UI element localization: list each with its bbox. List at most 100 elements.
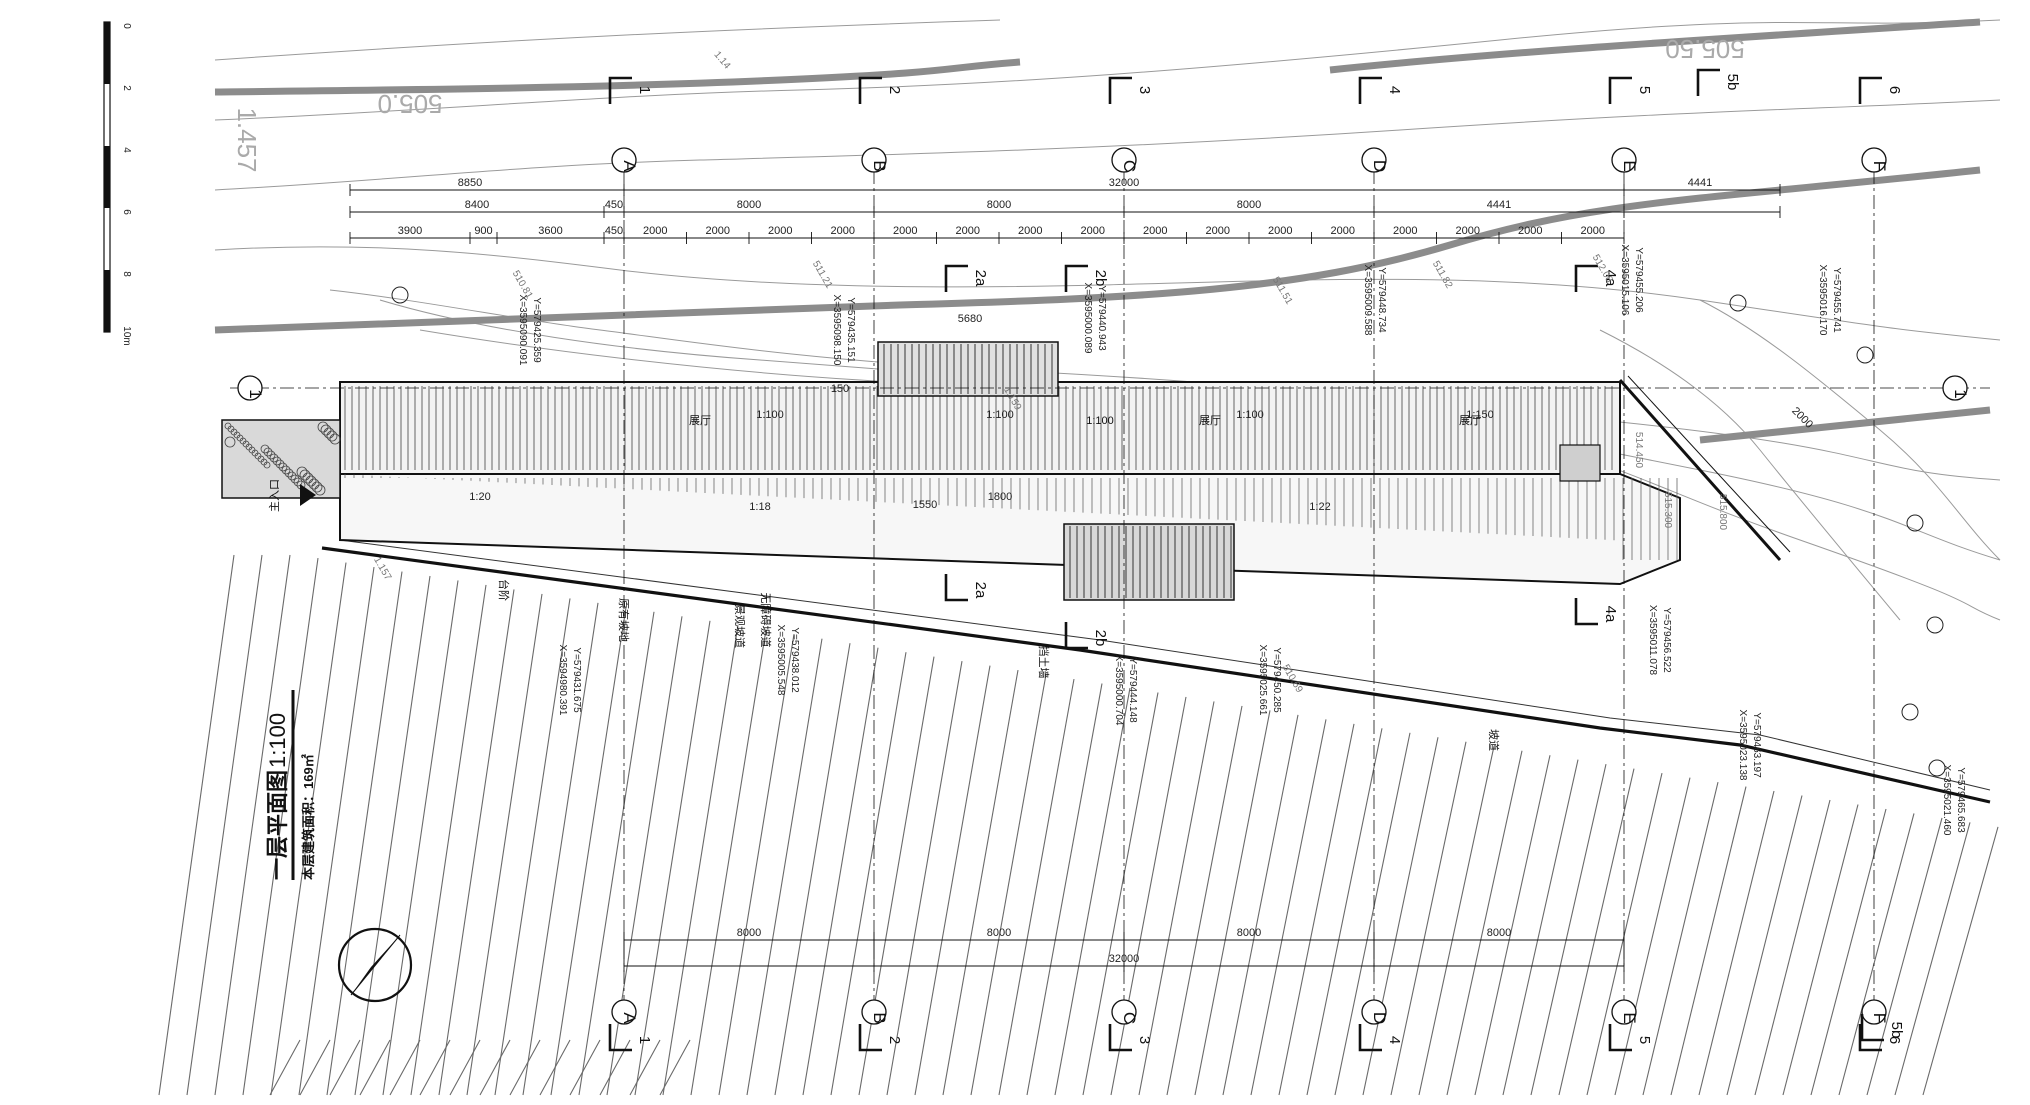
dimension-value: 3600 — [538, 225, 562, 237]
coordinate-label: X=3595009.588 — [1362, 265, 1373, 336]
section-mark: 6 — [1858, 76, 1903, 104]
contour-elevation: 515.300 — [1662, 492, 1673, 529]
dimension-value: 2000 — [831, 225, 855, 237]
axis-letter: F — [1870, 1013, 1889, 1023]
hall-stripes — [344, 386, 1613, 470]
section-number: 5 — [1636, 1036, 1653, 1044]
misc-dimension: 1550 — [913, 499, 937, 511]
section-number: 2a — [972, 270, 989, 287]
road-edge — [214, 18, 1991, 444]
coordinate-label: Y=579455.741 — [1831, 267, 1842, 333]
contour-elevation: 1.14 — [711, 49, 732, 71]
contour-elevation: 505.0 — [377, 89, 442, 119]
contour-elevation: 514.450 — [1633, 432, 1644, 469]
axis-bubble-e: E — [1611, 999, 1639, 1025]
slope-hatch — [158, 554, 1999, 1096]
dimension-value: 8850 — [458, 177, 482, 189]
dimension-value: 2000 — [1393, 225, 1417, 237]
axis-letter: B — [870, 1012, 889, 1023]
contour-elevation: 511.21 — [810, 259, 835, 291]
dimension-value: 4441 — [1688, 177, 1712, 189]
boundary-inner — [339, 539, 1991, 791]
scale-tick-label: 8 — [121, 271, 132, 277]
dimension-value: 2000 — [1581, 225, 1605, 237]
section-mark: 5b — [1696, 68, 1741, 96]
dimension-overall: 32000 — [1109, 177, 1140, 189]
axis-bubble-a: A — [611, 147, 639, 173]
axis-letter: E — [1620, 1012, 1639, 1023]
hatch-mark — [539, 1039, 571, 1096]
section-mark: 1 — [608, 76, 653, 104]
drawing-area-note: 本层建筑面积：169㎡ — [301, 754, 316, 880]
section-mark: 2a — [944, 264, 989, 292]
axis-bubble-b: B — [861, 999, 889, 1025]
section-number: 5 — [1636, 86, 1653, 94]
dimension-value: 2000 — [893, 225, 917, 237]
dimension-lines — [349, 184, 1781, 972]
misc-dimension: 1:100 — [1236, 409, 1264, 421]
axis-bubble-f: F — [1861, 147, 1889, 173]
dimension-value: 2000 — [1081, 225, 1105, 237]
dimension-value: 2000 — [956, 225, 980, 237]
scale-tick-label: 10m — [121, 326, 132, 345]
building-plan — [221, 286, 1946, 777]
dimension-value: 2000 — [1331, 225, 1355, 237]
axis-bubble-row: 1 — [1942, 375, 1970, 401]
axis-bubble-d: D — [1361, 147, 1389, 173]
coordinate-label: Y=579463.197 — [1751, 712, 1762, 778]
axis-bubble-a: A — [611, 999, 639, 1025]
room-label: 景观坡道 — [733, 604, 747, 648]
misc-dimension: 1:100 — [986, 409, 1014, 421]
room-label: 台阶 — [497, 579, 511, 601]
section-mark: 2 — [858, 76, 903, 104]
dimension-value: 8000 — [1237, 199, 1261, 211]
scale-tick-label: 0 — [121, 23, 132, 29]
misc-dimension: 1:18 — [749, 501, 770, 513]
coordinate-label: Y=579448.734 — [1376, 267, 1387, 333]
hatch-mark — [569, 1039, 601, 1096]
dimension-value: 3900 — [398, 225, 422, 237]
drawing-title: 一层平面图 — [265, 770, 290, 880]
hatch-mark — [449, 1039, 481, 1096]
coordinate-label: X=3595005.548 — [775, 625, 786, 696]
axis-bubble-row: 1 — [237, 375, 265, 401]
dimension-value: 2000 — [1018, 225, 1042, 237]
stair-north-treads — [883, 344, 1053, 394]
drawing-scale: 1:100 — [265, 713, 290, 768]
coordinate-label: X=3595000.089 — [1082, 283, 1093, 354]
dimension-value: 2000 — [1143, 225, 1167, 237]
stair-block-south — [1063, 523, 1235, 601]
room-label: 挡土墙 — [1037, 646, 1051, 679]
coordinate-label: Y=579450.285 — [1271, 647, 1282, 713]
main-hall — [339, 381, 1621, 475]
section-mark: 4 — [1358, 76, 1403, 104]
hatch-mark — [599, 1039, 631, 1096]
annotation-labels: 展厅展厅展厅1:100原有坡地景观坡道无障碍坡道挡土墙台阶坡道 — [497, 414, 1501, 751]
section-mark: 5b — [1860, 1014, 1905, 1042]
hatch-mark — [479, 1039, 511, 1096]
room-label: 展厅 — [1459, 414, 1481, 427]
section-number: 5b — [1724, 74, 1741, 91]
dimension-value: 2000 — [1456, 225, 1480, 237]
section-number: 3 — [1136, 86, 1153, 94]
coordinate-label: Y=579456.522 — [1661, 607, 1672, 673]
dimension-value: 2000 — [1518, 225, 1542, 237]
hatch-mark — [299, 1039, 331, 1096]
axis-bubble-c: C — [1111, 999, 1139, 1025]
contour-elevation: 515.800 — [1717, 494, 1728, 531]
coordinate-label: Y=579444.148 — [1127, 657, 1138, 723]
hatch-mark — [359, 1039, 391, 1096]
section-number: 2b — [1092, 270, 1109, 287]
dimension-value: 8000 — [987, 927, 1011, 939]
dimension-value: 8000 — [737, 927, 761, 939]
ramp-entry — [221, 419, 341, 499]
dimension-value: 2000 — [1268, 225, 1292, 237]
section-number: 4 — [1386, 1036, 1403, 1044]
axis-bubble-c: C — [1111, 147, 1139, 173]
north-arrow-icon — [337, 927, 413, 1003]
coordinate-label: X=3594980.391 — [557, 645, 568, 716]
